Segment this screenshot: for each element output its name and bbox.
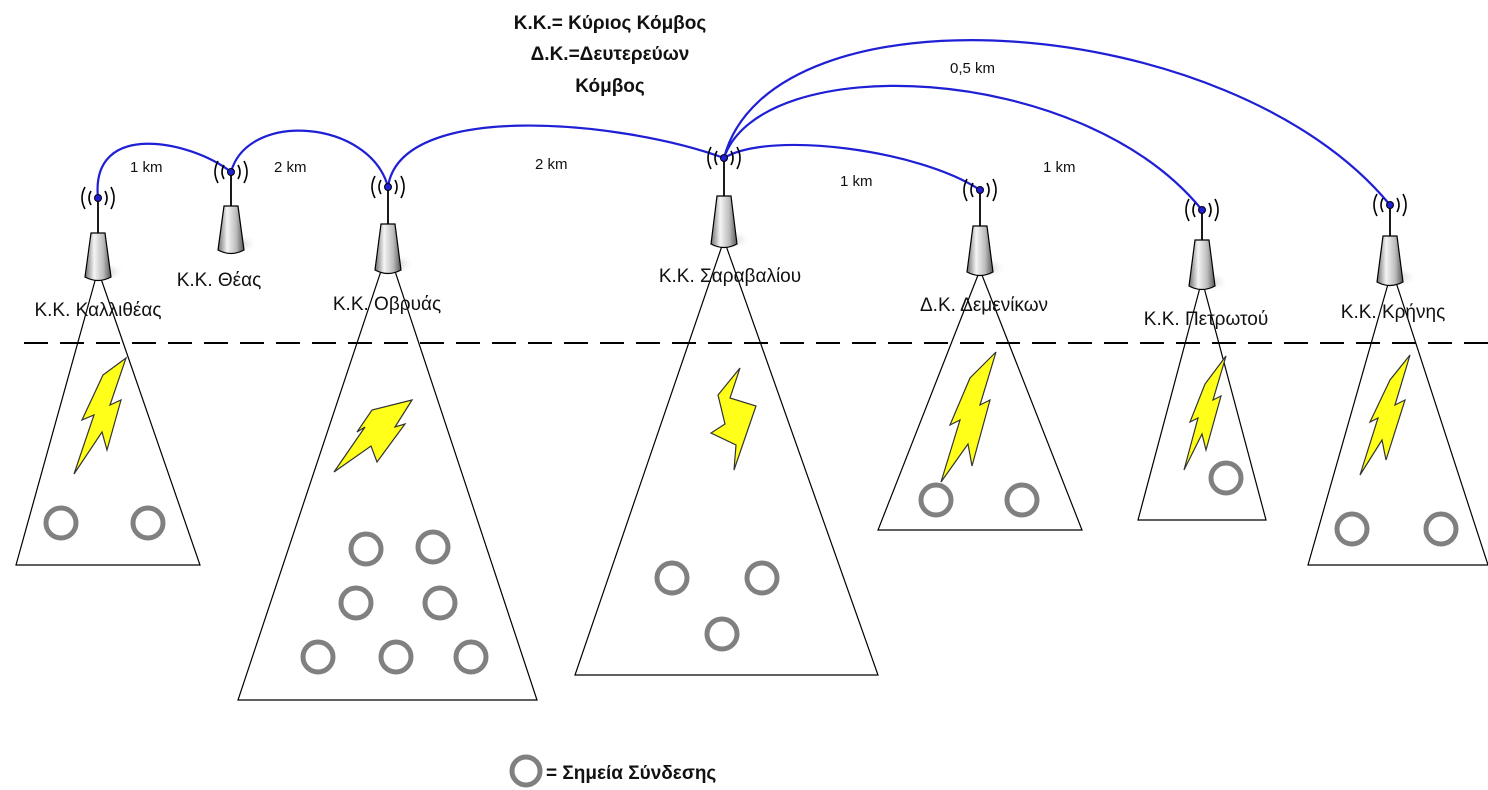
- link-saravaliou-petrotou: [722, 84, 1203, 211]
- connection-point-icon: [744, 560, 780, 596]
- coverage-triangle-ovryas: [237, 248, 538, 701]
- link-kallitheas-theas: [96, 142, 232, 199]
- connection-point-icon: [1004, 482, 1040, 518]
- connection-point-icon: [453, 639, 489, 675]
- tower-kallitheas: [81, 186, 125, 282]
- connection-points: [43, 460, 1459, 675]
- connection-point-icon: [1334, 511, 1370, 547]
- link-saravaliou-demenikon: [723, 143, 981, 191]
- connection-point-icon: [348, 531, 384, 567]
- coverage-triangle-saravaliou: [574, 238, 879, 676]
- legend-connection-points: = Σημεία Σύνδεσης: [546, 763, 716, 784]
- distance-label: 1 km: [130, 159, 163, 176]
- connection-point-icon: [704, 616, 740, 652]
- connection-point-icon: [1423, 511, 1459, 547]
- distance-label: 2 km: [535, 156, 568, 173]
- tower-petrotou: [1185, 198, 1229, 292]
- connection-point-icon: [130, 505, 166, 541]
- lightning-icon: [709, 367, 757, 471]
- tower-saravaliou: [707, 146, 751, 250]
- tower-theas: [214, 160, 258, 255]
- tower-ovryas: [371, 175, 415, 275]
- connection-point-icon: [415, 529, 451, 565]
- lightning-bolts: [73, 351, 1411, 483]
- connection-point-icon: [1208, 460, 1244, 496]
- legend-dk-line1: Δ.Κ.=Δευτερεύων: [531, 44, 690, 65]
- distance-label: 1 km: [1043, 159, 1076, 176]
- distance-label: 2 km: [274, 159, 307, 176]
- tower-krinis: [1373, 193, 1417, 287]
- node-labels: Κ.Κ. Καλλιθέας Κ.Κ. Θέας Κ.Κ. Οβρυάς Κ.Κ…: [34, 266, 1445, 330]
- lightning-icon: [73, 356, 128, 475]
- lightning-icon: [940, 351, 997, 483]
- node-label-theas: Κ.Κ. Θέας: [177, 270, 262, 291]
- lightning-icon: [1359, 354, 1411, 476]
- links: [96, 39, 1391, 211]
- connection-point-icon: [509, 754, 543, 788]
- lightning-icon: [333, 399, 414, 473]
- legend-dk-line2: Κόμβος: [575, 76, 645, 97]
- node-label-ovryas: Κ.Κ. Οβρυάς: [333, 294, 441, 315]
- connection-point-icon: [422, 585, 458, 621]
- connection-point-legend: = Σημεία Σύνδεσης: [509, 754, 716, 788]
- node-label-saravaliou: Κ.Κ. Σαραβαλίου: [659, 266, 801, 287]
- connection-point-icon: [654, 560, 690, 596]
- tower-demenikon: [963, 178, 1007, 278]
- connection-point-icon: [338, 585, 374, 621]
- legend-kk: Κ.Κ.= Κύριος Κόμβος: [514, 13, 707, 34]
- connection-point-icon: [918, 482, 954, 518]
- distance-labels: 1 km 2 km 2 km 1 km 1 km 0,5 km: [130, 60, 1076, 190]
- node-label-krinis: Κ.Κ. Κρήνης: [1341, 302, 1445, 323]
- node-label-petrotou: Κ.Κ. Πετρωτού: [1144, 309, 1268, 330]
- link-saravaliou-krinis: [722, 39, 1391, 206]
- connection-point-icon: [43, 505, 79, 541]
- towers: [81, 146, 1417, 292]
- distance-label: 0,5 km: [950, 60, 995, 77]
- link-theas-ovryas: [229, 129, 390, 188]
- node-label-kallitheas: Κ.Κ. Καλλιθέας: [34, 300, 161, 321]
- abbreviation-legend: Κ.Κ.= Κύριος Κόμβος Δ.Κ.=Δευτερεύων Κόμβ…: [514, 13, 707, 97]
- link-ovryas-saravaliou: [386, 124, 725, 188]
- distance-label: 1 km: [840, 173, 873, 190]
- node-label-demenikon: Δ.Κ. Δεμενίκων: [920, 295, 1048, 316]
- lightning-icon: [1183, 355, 1227, 471]
- connection-point-icon: [300, 639, 336, 675]
- connection-point-icon: [378, 639, 414, 675]
